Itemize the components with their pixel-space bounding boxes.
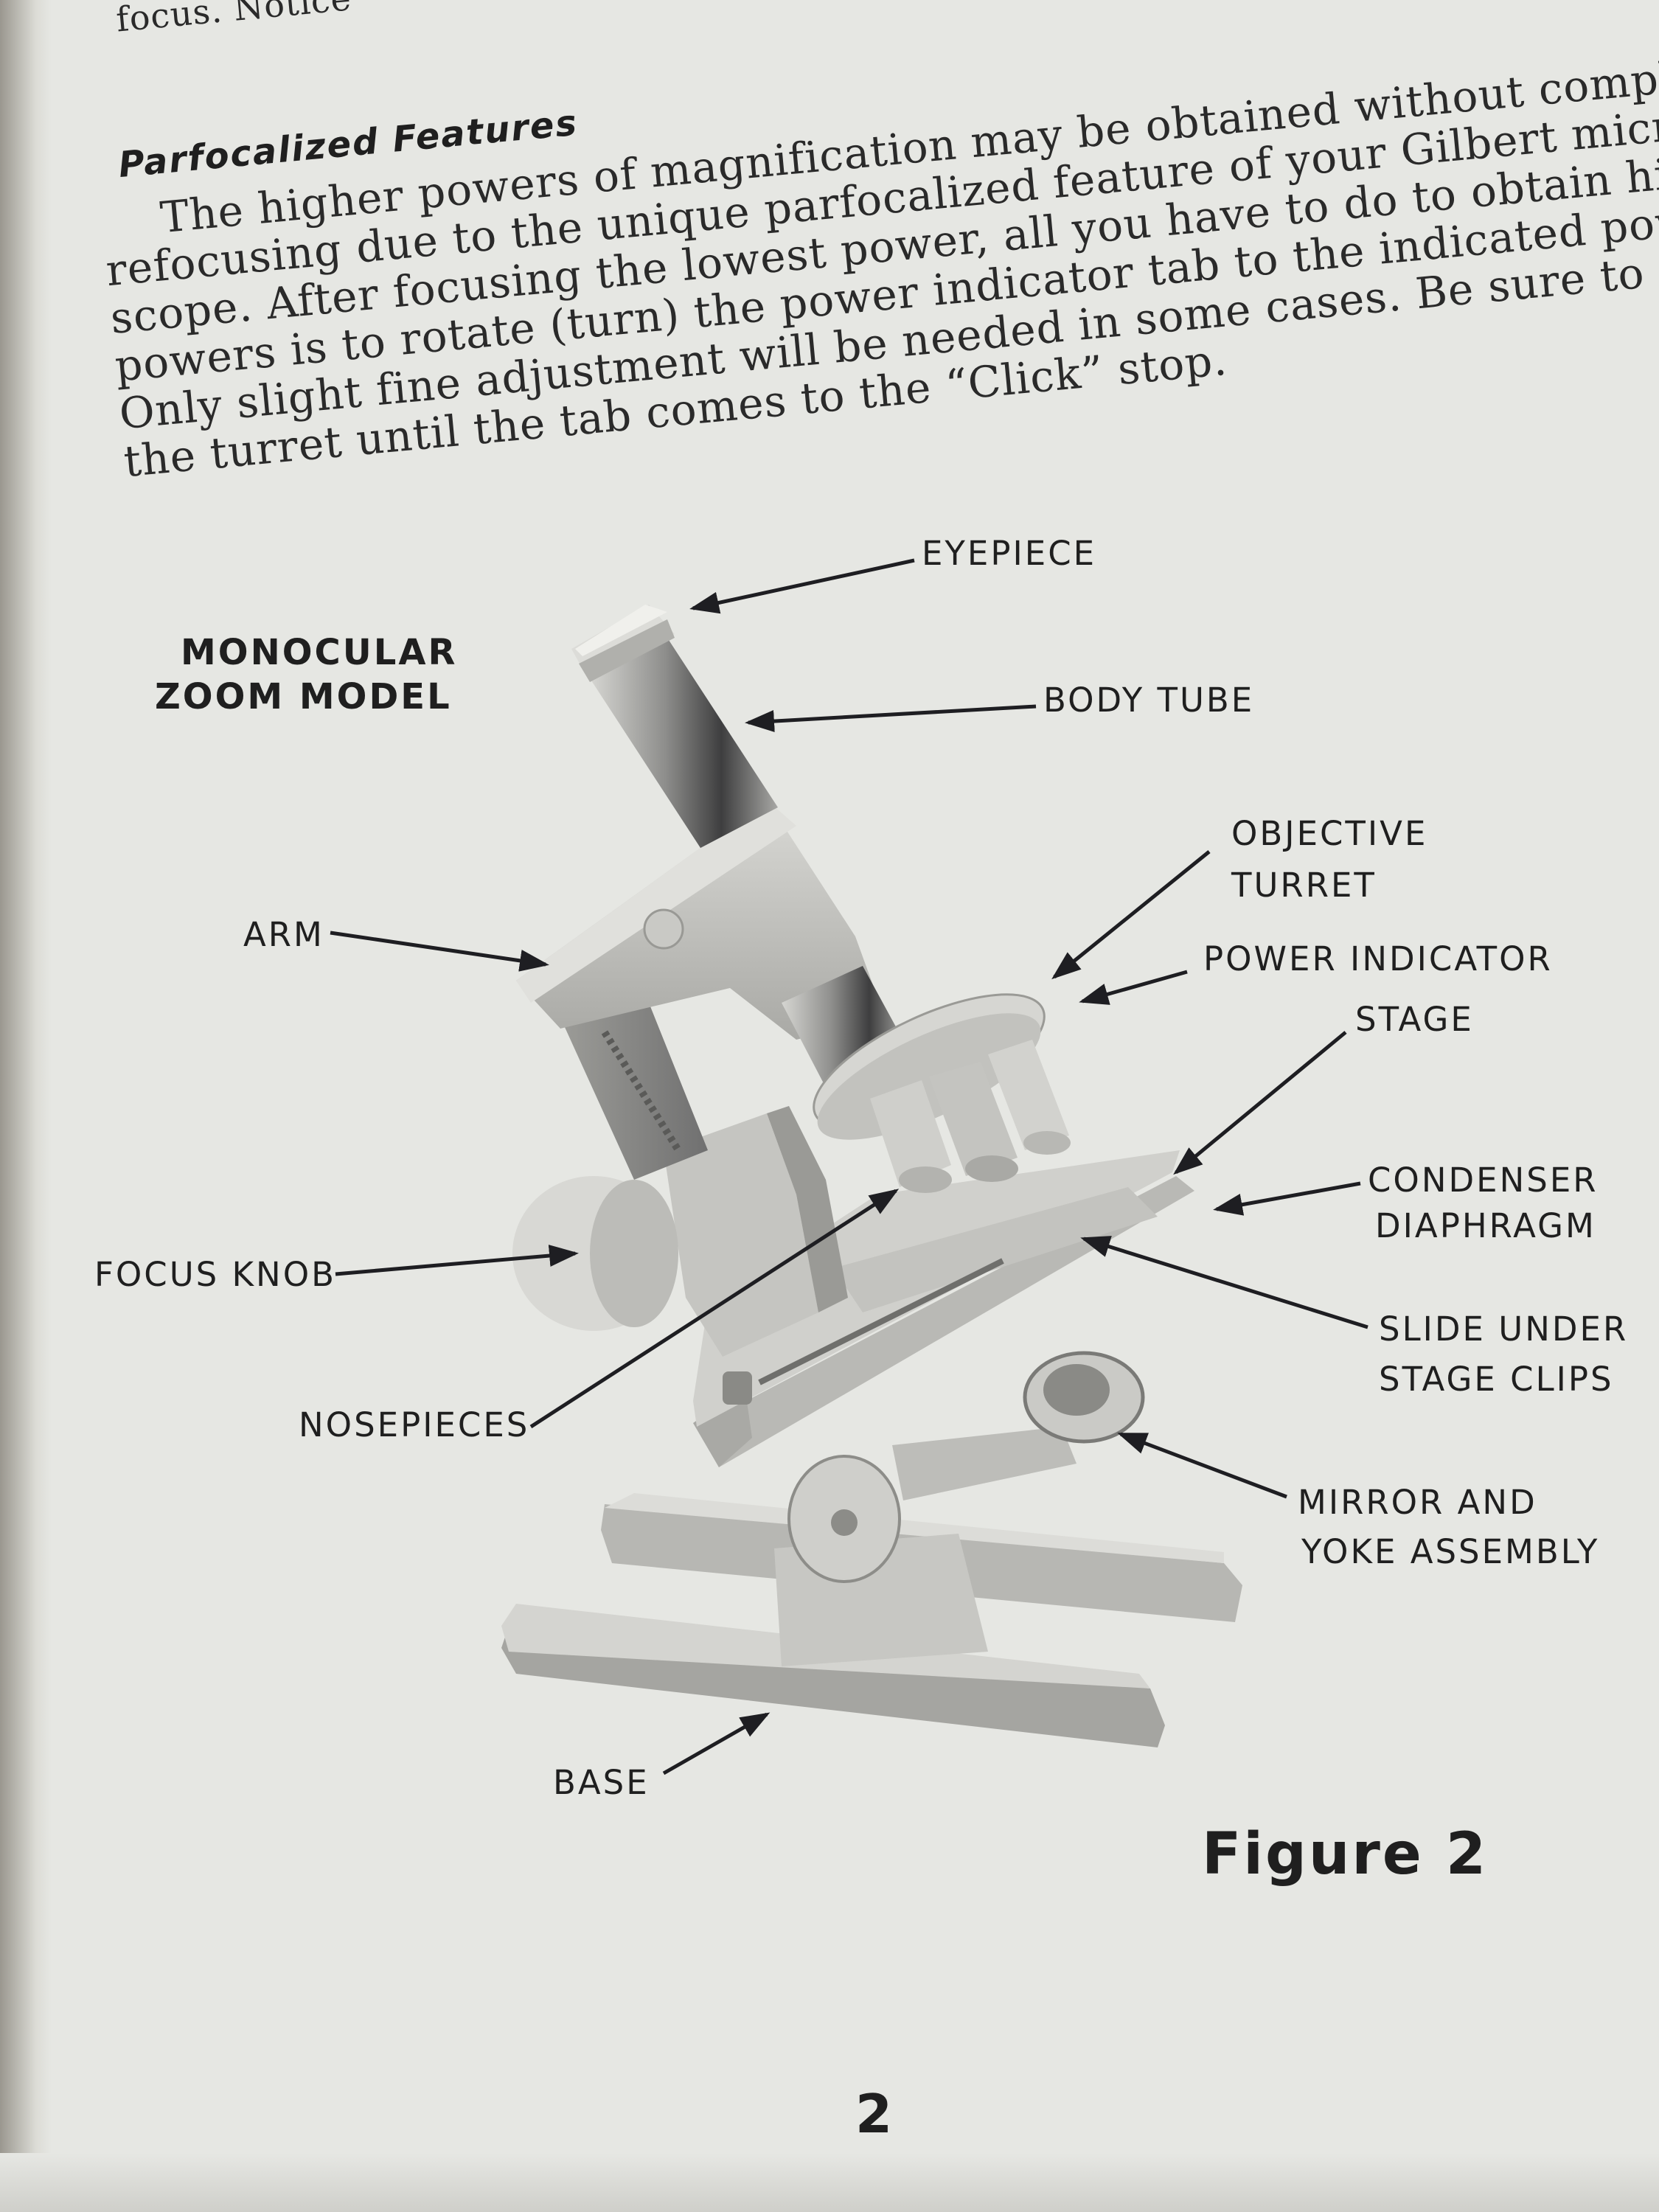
stage-arrow [1176, 1032, 1346, 1172]
label-stage: STAGE [1355, 995, 1474, 1044]
label-focus-knob: FOCUS KNOB [94, 1251, 336, 1299]
label-base: BASE [553, 1759, 650, 1807]
arm-arrow [330, 933, 546, 964]
label-objective-turret-1: OBJECTIVE [1231, 810, 1427, 858]
power-indicator-arrow [1082, 972, 1187, 1001]
label-arm: ARM [243, 911, 324, 959]
label-condenser-1: CONDENSER [1368, 1156, 1599, 1205]
label-power-indicator: POWER INDICATOR [1203, 935, 1553, 984]
objective-turret-arrow [1054, 852, 1209, 977]
condenser-arrow [1217, 1183, 1360, 1209]
label-slide-1: SLIDE UNDER [1379, 1305, 1628, 1354]
label-mirror-1: MIRROR AND [1298, 1478, 1537, 1527]
label-body-tube: BODY TUBE [1043, 676, 1254, 725]
model-title-line-1: MONOCULAR [181, 630, 457, 675]
label-mirror-2: YOKE ASSEMBLY [1301, 1528, 1599, 1576]
eyepiece-arrow [693, 560, 914, 608]
label-slide-2: STAGE CLIPS [1379, 1355, 1614, 1404]
mirror-arrow [1121, 1434, 1287, 1497]
slide-arrow [1084, 1239, 1368, 1327]
page-number: 2 [855, 2083, 892, 2145]
focus-knob [512, 1176, 678, 1331]
label-nosepieces: NOSEPIECES [299, 1401, 529, 1450]
body-tube-arrow [748, 706, 1036, 723]
figure-caption: Figure 2 [1202, 1821, 1488, 1888]
label-objective-turret-2: TURRET [1231, 861, 1377, 910]
model-title-line-2: ZOOM MODEL [155, 675, 452, 719]
base-arrow [664, 1714, 767, 1773]
label-condenser-2: DIAPHRAGM [1375, 1202, 1596, 1251]
label-eyepiece: EYEPIECE [922, 529, 1096, 578]
